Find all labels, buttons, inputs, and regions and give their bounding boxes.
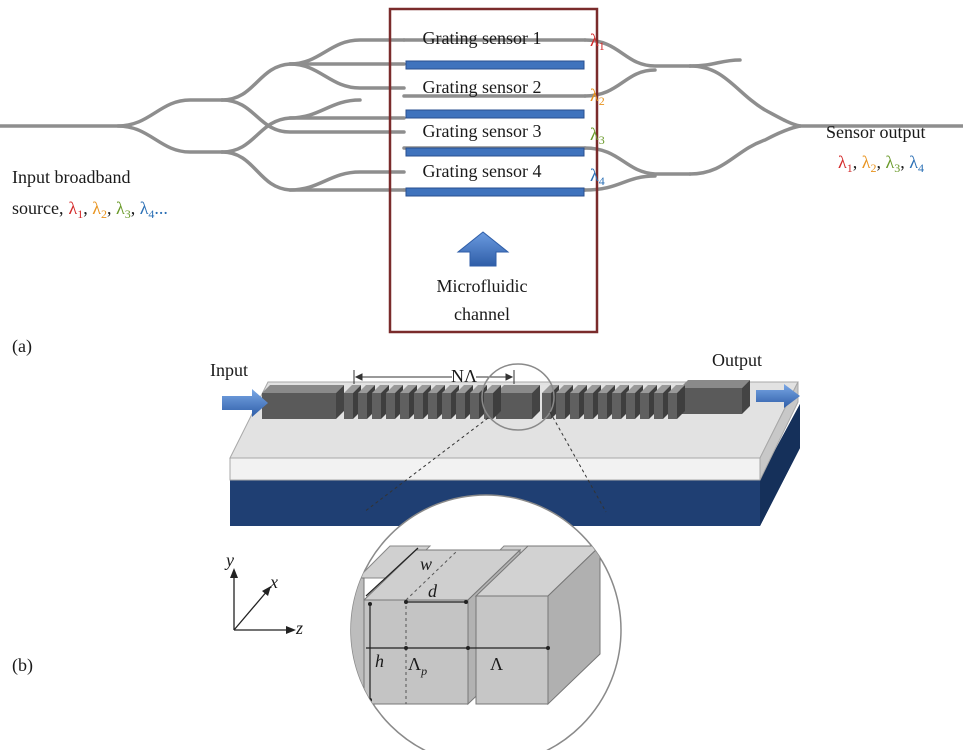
- input-arrow: [222, 389, 268, 417]
- grating-tooth: [428, 393, 437, 419]
- grating-tooth: [556, 385, 573, 393]
- output-text: Output: [712, 350, 762, 370]
- grating-tooth: [668, 393, 677, 419]
- sensor-label-4: Grating sensor 4: [423, 161, 542, 181]
- grating-tooth: [414, 385, 431, 393]
- axes-icon: [230, 568, 296, 634]
- grating-tooth: [654, 393, 663, 419]
- waveguide: [262, 380, 750, 419]
- lambda-1-label: λ1: [590, 30, 605, 53]
- grating-tooth: [470, 393, 479, 419]
- width-label: w: [420, 554, 432, 574]
- grating-tooth: [484, 393, 493, 419]
- lambda-p-label: Λp: [408, 654, 427, 678]
- grating-tooth: [556, 393, 565, 419]
- channel-label-line1: Microfluidic: [437, 276, 528, 296]
- grating-tooth: [654, 385, 671, 393]
- panel-b-label: (b): [12, 655, 33, 676]
- grating-tooth: [428, 385, 445, 393]
- axis-y-label: y: [224, 550, 234, 570]
- grating-tooth: [542, 393, 551, 419]
- grating-tooth: [344, 385, 361, 393]
- input-label-line2: source,λ1, λ2, λ3, λ4...: [12, 198, 168, 221]
- grating-tooth: [442, 385, 459, 393]
- axis-x-label: x: [269, 572, 278, 592]
- grating-tooth: [668, 385, 685, 393]
- sensor-box: [388, 7, 599, 334]
- sensor-label-1: Grating sensor 1: [423, 28, 542, 48]
- lambda-label: Λ: [490, 654, 503, 674]
- grating-tooth: [612, 393, 621, 419]
- grating-tooth: [400, 393, 409, 419]
- grating-tooth: [584, 385, 601, 393]
- grating-tooth: [612, 385, 629, 393]
- sensor-label-3: Grating sensor 3: [423, 121, 542, 141]
- grating-tooth: [386, 385, 403, 393]
- grating-tooth: [484, 385, 501, 393]
- grating-3: [405, 147, 585, 157]
- zoom-line-right: [549, 411, 607, 513]
- input-label-line1: Input broadband: [12, 167, 130, 187]
- zoom-source-ellipse: [481, 363, 555, 431]
- grating-tooth: [640, 393, 649, 419]
- lambda-2-label: λ2: [590, 85, 605, 108]
- grating-tooth: [677, 385, 685, 419]
- output-title: Sensor output: [826, 122, 926, 142]
- grating-tooth: [358, 393, 367, 419]
- lambda-4-label: λ4: [590, 165, 605, 188]
- grating-tooth: [626, 385, 643, 393]
- period-dimension: [353, 370, 515, 384]
- grating-tooth: [598, 393, 607, 419]
- grating-tooth: [470, 385, 487, 393]
- grating-tooth: [414, 393, 423, 419]
- grating-tooth: [584, 393, 593, 419]
- channel-label-line2: channel: [454, 304, 510, 324]
- grating-tooth: [456, 393, 465, 419]
- grating-tooth: [493, 385, 501, 419]
- grating-tooth: [456, 385, 473, 393]
- flow-up-arrow: [456, 231, 510, 267]
- grating-tooth: [598, 385, 615, 393]
- grating-tooth: [442, 393, 451, 419]
- grating-teeth: [344, 385, 685, 419]
- grating-tooth: [570, 393, 579, 419]
- output-arrow: [756, 384, 800, 408]
- grating-tooth: [626, 393, 635, 419]
- grating-tooth: [344, 393, 353, 419]
- output-lambdas: λ1, λ2, λ3, λ4: [838, 152, 924, 175]
- grating-tooth: [386, 393, 395, 419]
- axis-z-label: z: [295, 618, 303, 638]
- grating-tooth: [372, 385, 389, 393]
- height-label: h: [375, 651, 384, 671]
- depth-label: d: [428, 581, 438, 601]
- grating-4: [405, 187, 585, 197]
- lambda-3-label: λ3: [590, 124, 605, 147]
- input-text: Input: [210, 360, 248, 380]
- grating-tooth: [542, 385, 559, 393]
- period-label: NΛ: [451, 366, 477, 386]
- grating-tooth: [372, 393, 381, 419]
- zoom-detail: [350, 494, 622, 750]
- grating-tooth: [640, 385, 657, 393]
- sensor-label-2: Grating sensor 2: [423, 77, 542, 97]
- panel-a-label: (a): [12, 336, 32, 357]
- grating-tooth: [400, 385, 417, 393]
- grating-tooth: [358, 385, 375, 393]
- grating-1: [405, 60, 585, 70]
- zoom-line-left: [363, 417, 489, 513]
- grating-tooth: [570, 385, 587, 393]
- grating-2: [405, 109, 585, 119]
